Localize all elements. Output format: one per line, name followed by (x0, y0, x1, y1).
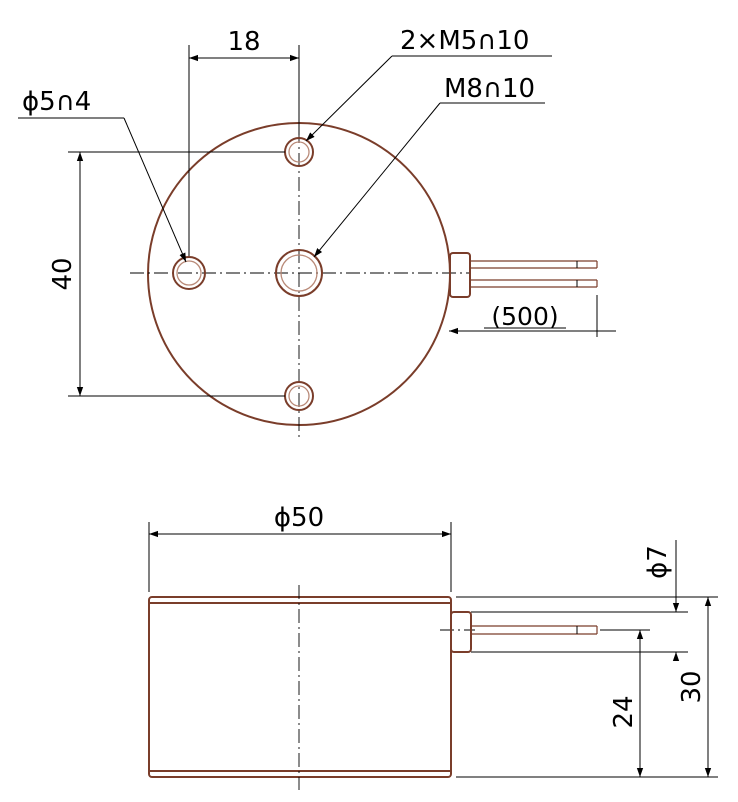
hole-m8-center (275, 249, 323, 297)
dim-diameter-50: ϕ50 (148, 503, 452, 592)
dim-lead-diameter-7: ϕ7 (471, 540, 688, 661)
callout-phi5-label: ϕ5∩4 (22, 87, 91, 117)
hole-m5-top (284, 137, 314, 167)
body-side-outline (148, 596, 452, 778)
dim-40-label: 40 (48, 257, 78, 290)
dim-lead-length: (500) (449, 295, 616, 337)
callout-m8-label: M8∩10 (444, 74, 535, 104)
dim-lead-height-24: 24 (456, 629, 650, 778)
dim-18-label: 18 (227, 27, 260, 57)
dim-30-label: 30 (677, 670, 707, 703)
hole-phi5-left (172, 256, 206, 290)
dim-24-label: 24 (609, 695, 639, 728)
callout-m5-holes: 2×M5∩10 (305, 26, 552, 142)
dim-phi50-label: ϕ50 (274, 503, 324, 533)
lead-wires-top (449, 252, 598, 298)
dim-total-height-30: 30 (456, 596, 718, 778)
top-view: 18 40 ϕ5∩4 2×M5∩10 M8∩10 (18, 26, 616, 440)
callout-phi5-hole: ϕ5∩4 (18, 87, 187, 263)
callout-m8-hole: M8∩10 (313, 74, 545, 258)
dim-500-label: (500) (491, 302, 558, 331)
lead-wires-side (450, 611, 598, 653)
callout-m5-label: 2×M5∩10 (400, 26, 529, 56)
side-view: ϕ50 ϕ7 24 30 (148, 503, 718, 790)
dim-phi7-label: ϕ7 (643, 545, 673, 579)
dim-height-40: 40 (48, 151, 285, 397)
dim-hole-spacing: 18 (188, 27, 300, 256)
